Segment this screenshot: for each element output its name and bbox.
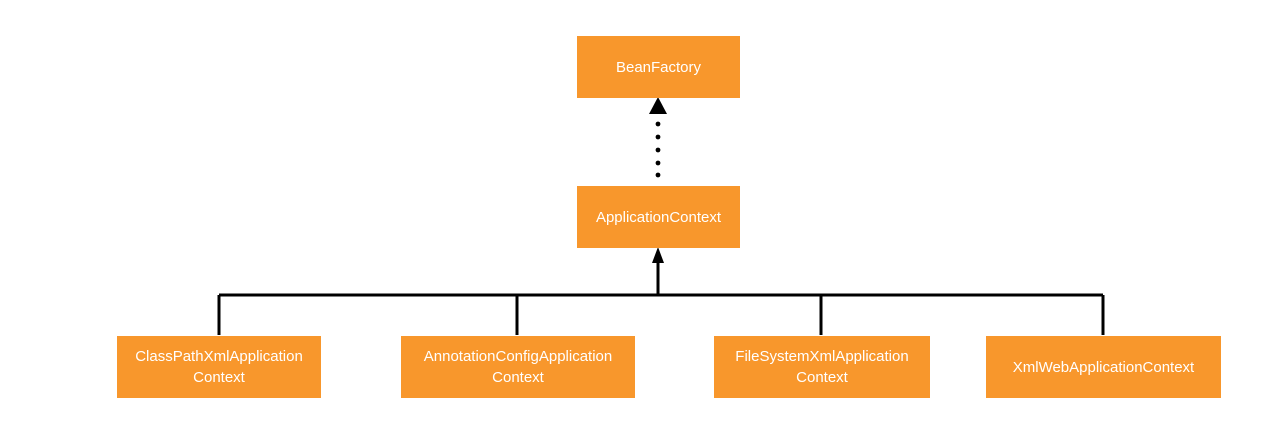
arrowhead-to-beanfactory — [649, 97, 667, 114]
node-classpath-xml-application-context: ClassPathXmlApplication Context — [117, 336, 321, 398]
edge-dot — [655, 121, 661, 127]
edge-dot — [655, 172, 661, 178]
arrowhead-to-applicationcontext — [652, 247, 664, 263]
edge-group-subclasses-to-applicationcontext — [217, 262, 1105, 335]
node-annotation-config-application-context: AnnotationConfigApplication Context — [401, 336, 635, 398]
node-application-context: ApplicationContext — [577, 186, 740, 248]
node-bean-factory: BeanFactory — [577, 36, 740, 98]
node-label: BeanFactory — [615, 58, 702, 76]
node-label: ClassPathXmlApplication Context — [135, 348, 303, 386]
node-label: ApplicationContext — [595, 208, 722, 226]
node-label: AnnotationConfigApplication Context — [423, 348, 613, 386]
node-label: FileSystemXmlApplication Context — [735, 348, 909, 386]
edge-dot — [655, 160, 661, 166]
node-filesystem-xml-application-context: FileSystemXmlApplication Context — [714, 336, 930, 398]
node-xml-web-application-context: XmlWebApplicationContext — [986, 336, 1221, 398]
edge-dot — [655, 147, 661, 153]
edge-dot — [655, 134, 661, 140]
node-label: XmlWebApplicationContext — [1012, 358, 1195, 376]
edge-applicationcontext-to-beanfactory — [649, 97, 667, 178]
